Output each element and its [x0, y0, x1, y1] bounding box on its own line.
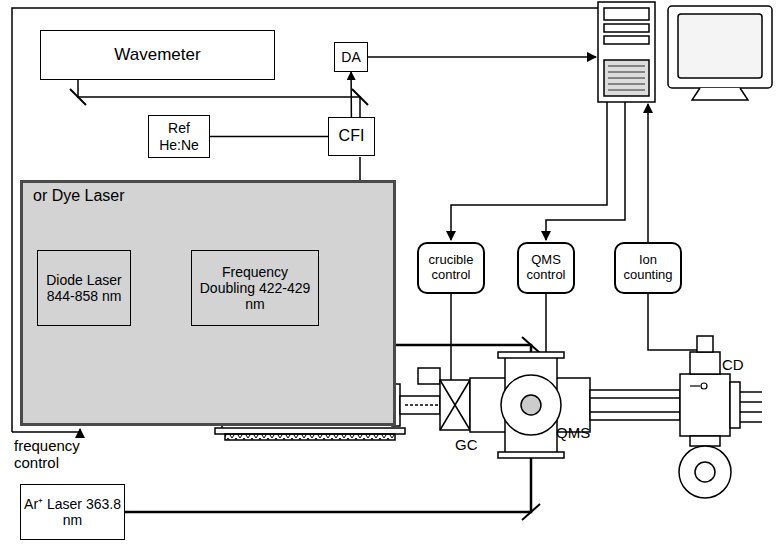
node-text: or Dye Laser — [33, 187, 125, 205]
node-text: QMS control — [522, 253, 570, 283]
part-label: QMS — [556, 424, 606, 441]
laser-box: Diode Laser 844-858 nm — [37, 250, 131, 326]
control-box: crucible control — [417, 242, 485, 294]
node-text: CFI — [339, 127, 365, 145]
process-box: DA — [334, 42, 368, 72]
part-label: GC — [455, 436, 495, 453]
connector — [350, 72, 352, 117]
process-box: CFI — [328, 117, 375, 156]
laser-box: Ref He:Ne — [148, 115, 210, 158]
node-text: crucible control — [422, 253, 480, 283]
signal-label: frequency control — [14, 437, 104, 472]
control-box: QMS control — [517, 242, 575, 294]
node-text: Wavemeter — [114, 45, 200, 65]
node-text: Frequency Doubling 422-429 nm — [195, 264, 315, 312]
connector — [210, 136, 328, 138]
instrument-box: Wavemeter — [40, 30, 275, 80]
process-box: Frequency Doubling 422-429 nm — [191, 250, 319, 326]
node-text: DA — [341, 49, 360, 65]
laser-panel: or Dye LaserDiode Laser 844-858 nm Freque… — [20, 180, 396, 426]
node-text: Ion counting — [619, 253, 677, 283]
laser-box: Ar⁺ Laser 363.8 nm — [20, 484, 125, 540]
control-box: Ion counting — [614, 242, 682, 294]
node-text: Diode Laser 844-858 nm — [41, 272, 127, 304]
part-label: CD — [722, 356, 762, 373]
node-text: Ref He:Ne — [152, 120, 206, 152]
node-text: Ar⁺ Laser 363.8 nm — [24, 496, 121, 528]
